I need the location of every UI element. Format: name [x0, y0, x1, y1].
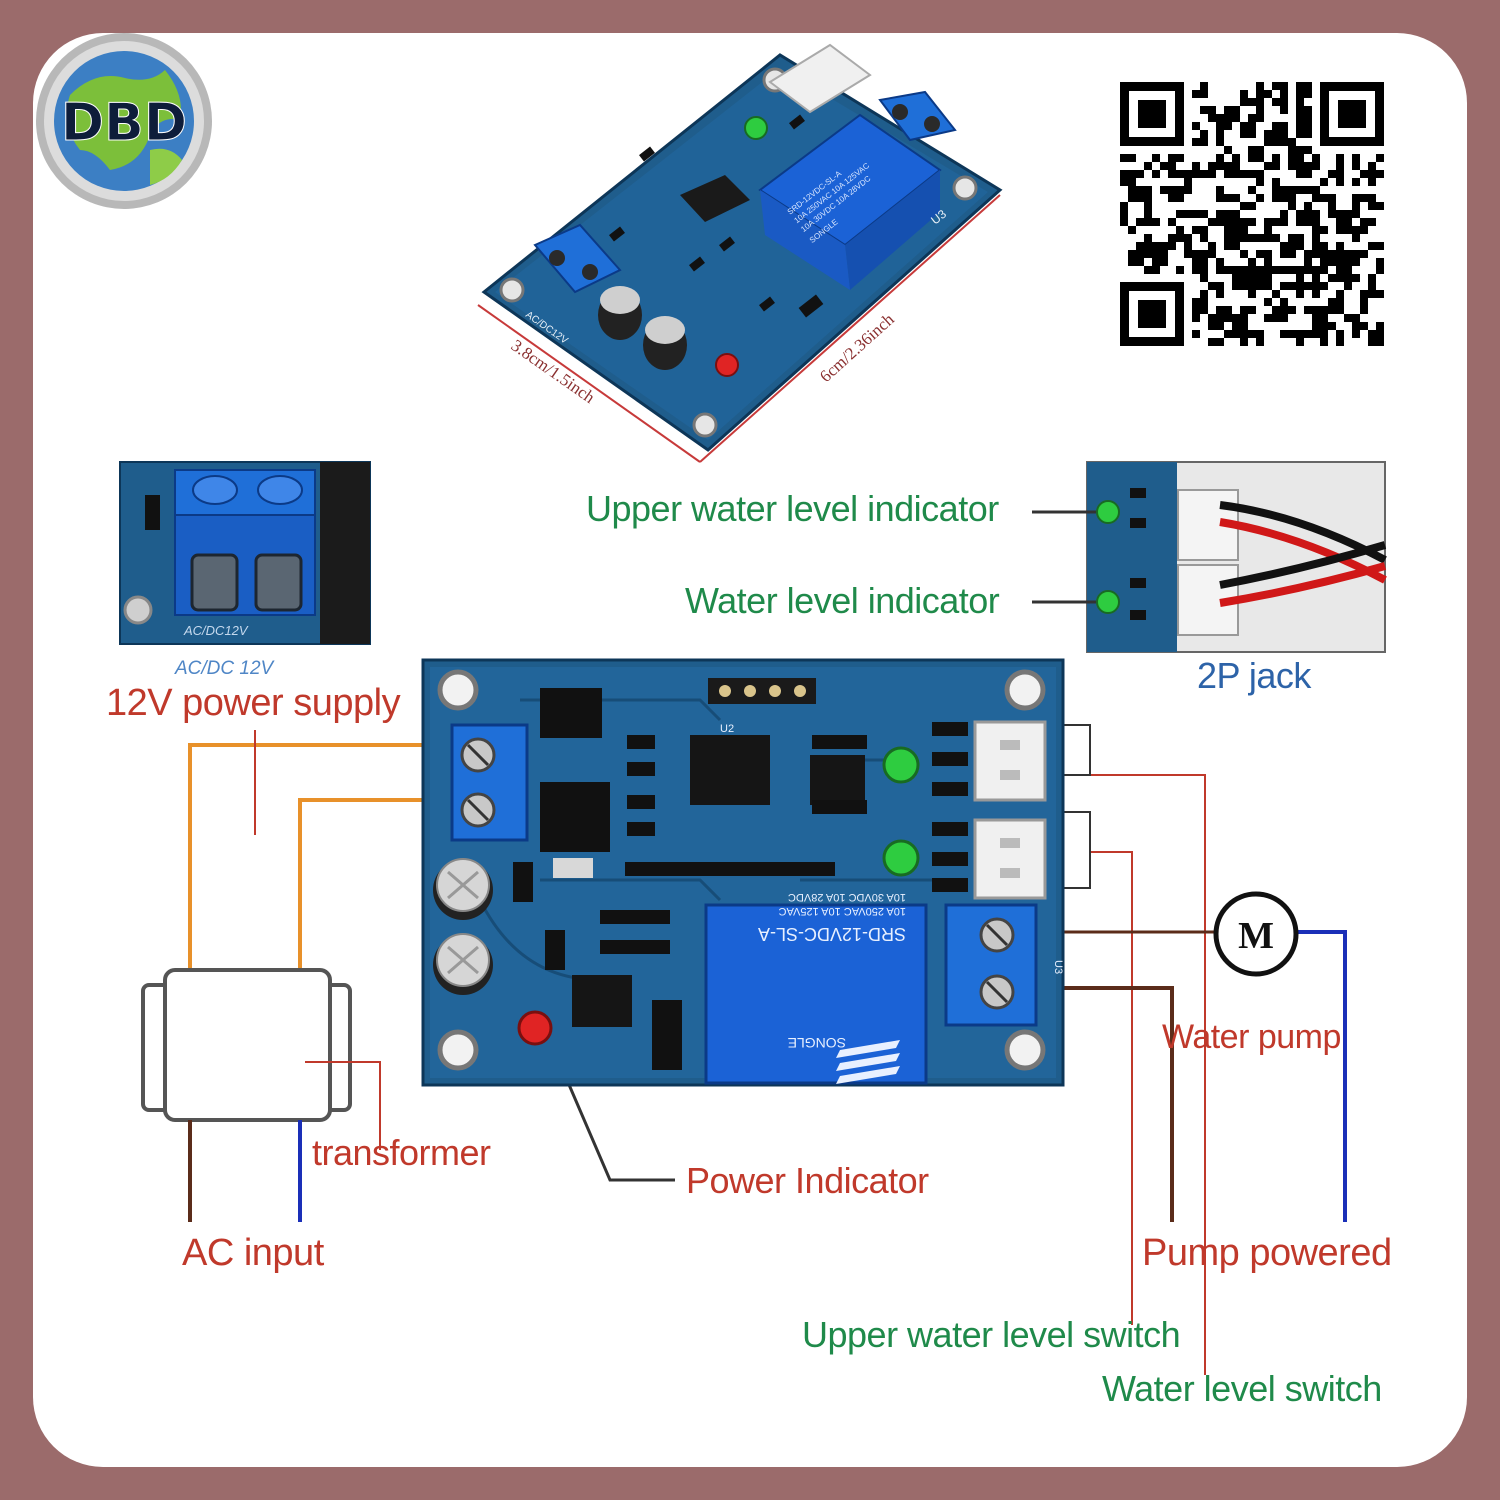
relay-brand-text: SONGLE — [788, 1035, 846, 1051]
relay-rating-text: 10A 250VAC 10A 125VAC — [779, 905, 906, 917]
relay-text: SRD-12VDC-SL-A 10A 250VAC 10A 125VAC 10A… — [758, 891, 906, 1051]
water-pump-label: Water pump — [1162, 1018, 1341, 1056]
supply-wire-2 — [298, 798, 428, 968]
upper-level-jack — [973, 818, 1047, 900]
water-level-led — [882, 746, 920, 784]
pump-powered-wire — [1060, 986, 1174, 1222]
power-indicator-leader — [565, 1079, 675, 1182]
motor-wire-blue — [1296, 930, 1347, 1222]
pump-powered-label: Pump powered — [1142, 1232, 1392, 1274]
inset-caption: AC/DC 12V — [174, 658, 276, 679]
inset-terminal-silk: AC/DC12V — [183, 623, 249, 638]
water-level-jack — [973, 720, 1047, 802]
upper-switch-label: Upper water level switch — [802, 1314, 1181, 1355]
power-indicator-label: Power Indicator — [686, 1160, 929, 1201]
transformer-leader — [305, 1061, 381, 1150]
transformer-symbol — [141, 968, 352, 1122]
water-switch-label: Water level switch — [1102, 1368, 1382, 1409]
main-board — [421, 658, 1065, 1087]
upper-indicator-label: Upper water level indicator — [586, 488, 999, 529]
width-dimension-line — [477, 304, 701, 463]
qr-code-icon — [1118, 80, 1386, 348]
relay-model-text: SRD-12VDC-SL-A — [758, 924, 906, 944]
power-led — [517, 1010, 553, 1046]
product-photo — [477, 43, 1003, 463]
upper-level-led — [882, 839, 920, 877]
logo-text: DBD — [61, 93, 187, 153]
motor-icon — [1213, 891, 1299, 977]
board-silk-u3: U3 — [1052, 960, 1064, 974]
jack-inset-photo — [1086, 461, 1387, 653]
terminal-inset-photo — [119, 461, 371, 645]
board-silk-u2: U2 — [720, 723, 734, 735]
logo-globe-icon — [36, 33, 212, 209]
ac-input-label: AC input — [182, 1232, 324, 1274]
transformer-label: transformer — [312, 1132, 491, 1173]
supply-label: 12V power supply — [106, 682, 401, 724]
supply-wire-1 — [188, 743, 428, 968]
relay-block — [704, 903, 928, 1085]
relay-rating-text: 10A 30VDC 10A 28VDC — [788, 891, 906, 903]
length-dimension-line — [699, 194, 1001, 463]
water-indicator-label: Water level indicator — [685, 580, 1000, 621]
jack-label: 2P jack — [1197, 655, 1311, 696]
motor-symbol-label: M — [1238, 915, 1274, 957]
